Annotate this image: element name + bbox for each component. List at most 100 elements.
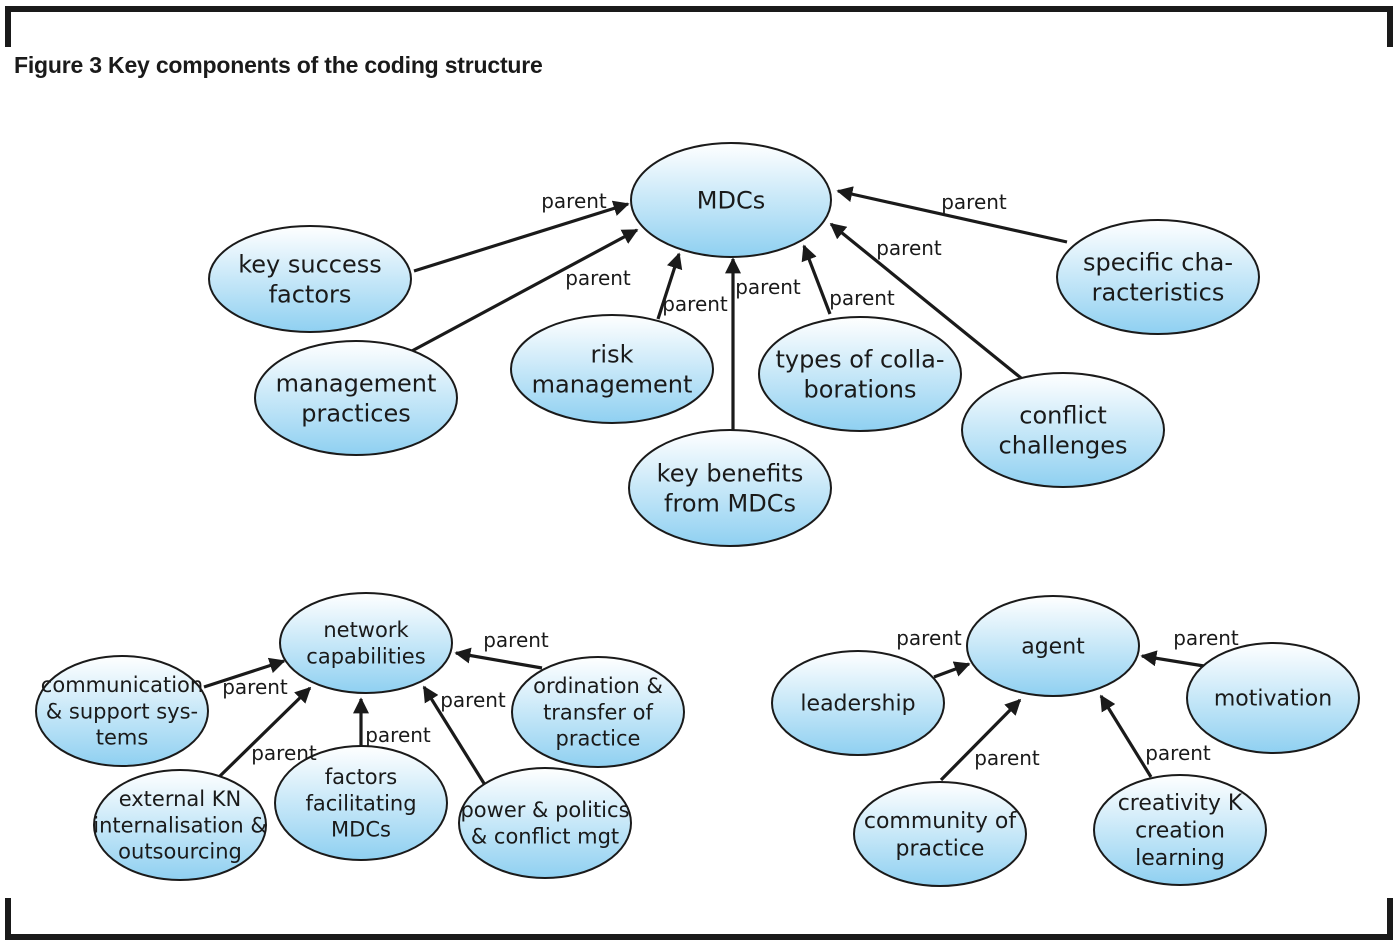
node-label-line: from MDCs xyxy=(664,489,796,517)
edge-creativity-to-agent xyxy=(1099,694,1153,778)
edge-power-to-network xyxy=(422,685,487,786)
node-label-line: communication xyxy=(41,673,203,697)
node-ordination: ordination &transfer of practice xyxy=(511,656,685,768)
node-ellipse xyxy=(1093,774,1267,886)
node-ellipse xyxy=(279,592,453,694)
node-ellipse xyxy=(1186,642,1360,754)
node-label-line: capabilities xyxy=(306,644,425,668)
node-ellipse xyxy=(208,225,412,333)
edge-label-risk_mgmt: parent xyxy=(662,292,728,316)
edge-external-to-network xyxy=(218,686,312,778)
node-label-line: creativity K xyxy=(1118,791,1243,816)
edge-label-communication: parent xyxy=(222,675,288,699)
node-label-line: MDCs xyxy=(331,818,391,842)
edge-key_success-to-mdcs xyxy=(413,200,630,273)
node-label-line: practices xyxy=(301,399,411,427)
node-label-line: management xyxy=(532,370,693,398)
node-label-line: tems xyxy=(96,726,149,750)
edge-labels-layer: parent parent parent parent parent parent pare… xyxy=(222,189,1239,770)
node-label-line: challenges xyxy=(999,431,1128,459)
node-leadership: leadership xyxy=(771,650,945,756)
node-label-line: factors xyxy=(269,280,352,308)
node-label-line: motivation xyxy=(1214,687,1332,712)
node-ellipse xyxy=(511,656,685,768)
node-label-line: leadership xyxy=(800,692,915,717)
node-ellipse xyxy=(93,769,267,881)
edges-layer xyxy=(203,186,1205,786)
node-label-line: ordination & xyxy=(533,674,663,698)
node-ellipse xyxy=(1056,219,1260,335)
node-label-line: types of colla- xyxy=(775,345,944,373)
edge-label-ordination: parent xyxy=(483,628,549,652)
node-ellipse xyxy=(628,429,832,547)
node-ellipse xyxy=(630,142,832,258)
node-communication: communication& support sys-tems xyxy=(35,655,209,767)
edge-types_collab-to-mdcs xyxy=(801,244,832,315)
edge-label-mgmt_practices: parent xyxy=(565,266,631,290)
edge-community-to-agent xyxy=(939,698,1022,782)
edge-label-conflict: parent xyxy=(876,236,942,260)
node-label-line: facilitating xyxy=(305,791,416,815)
node-label-line: power & politics xyxy=(460,798,629,822)
frame-bottom-bracket xyxy=(5,898,1393,940)
node-mdcs: MDCs xyxy=(630,142,832,258)
edge-motivation-to-agent xyxy=(1140,650,1205,668)
node-ellipse xyxy=(458,767,632,879)
node-label-line: key success xyxy=(238,250,382,278)
node-types-collab: types of colla-borations xyxy=(758,316,962,432)
edge-label-motivation: parent xyxy=(1173,626,1239,650)
node-label-line: practice xyxy=(896,836,985,861)
node-specific: specific cha-racteristics xyxy=(1056,219,1260,335)
edge-specific-to-mdcs xyxy=(836,186,1068,244)
node-label-line: transfer of xyxy=(543,700,653,724)
figure-frame xyxy=(5,6,1393,940)
node-label-line: risk xyxy=(591,340,634,368)
edge-ordination-to-network xyxy=(454,647,543,670)
node-ellipse xyxy=(966,595,1140,697)
edge-label-types_collab: parent xyxy=(829,286,895,310)
edge-label-factors: parent xyxy=(365,723,431,747)
node-label-line: borations xyxy=(804,375,917,403)
node-label-line: key benefits xyxy=(657,459,804,487)
node-agent: agent xyxy=(966,595,1140,697)
node-label-line: network xyxy=(323,618,409,642)
node-label-line: management xyxy=(276,369,437,397)
edge-communication-to-network xyxy=(203,657,286,689)
node-label-line: factors xyxy=(325,765,397,789)
node-label-line: outsourcing xyxy=(118,840,242,864)
edge-label-power: parent xyxy=(440,688,506,712)
frame-top-bracket xyxy=(5,6,1393,47)
node-ellipse xyxy=(853,781,1027,887)
node-label-line: creation xyxy=(1135,819,1225,844)
node-ellipse xyxy=(35,655,209,767)
node-label-line: specific cha- xyxy=(1083,248,1233,276)
edge-label-external: parent xyxy=(251,741,317,765)
node-motivation: motivation xyxy=(1186,642,1360,754)
node-ellipse xyxy=(254,340,458,456)
node-ellipse xyxy=(771,650,945,756)
node-power: power & politics& conflict mgt xyxy=(458,767,632,879)
node-ellipse xyxy=(510,314,714,424)
edge-label-community: parent xyxy=(974,746,1040,770)
edge-label-key_benefits: parent xyxy=(735,275,801,299)
node-label-line: practice xyxy=(556,727,641,751)
node-label-line: learning xyxy=(1135,846,1225,871)
edge-leadership-to-agent xyxy=(933,661,971,679)
node-label-line: internalisation & xyxy=(93,813,267,837)
edge-label-creativity: parent xyxy=(1145,741,1211,765)
edge-label-specific: parent xyxy=(941,190,1007,214)
edge-label-key_success: parent xyxy=(541,189,607,213)
node-ellipse xyxy=(758,316,962,432)
edge-mgmt_practices-to-mdcs xyxy=(409,228,639,354)
edge-conflict-to-mdcs xyxy=(829,222,1023,380)
